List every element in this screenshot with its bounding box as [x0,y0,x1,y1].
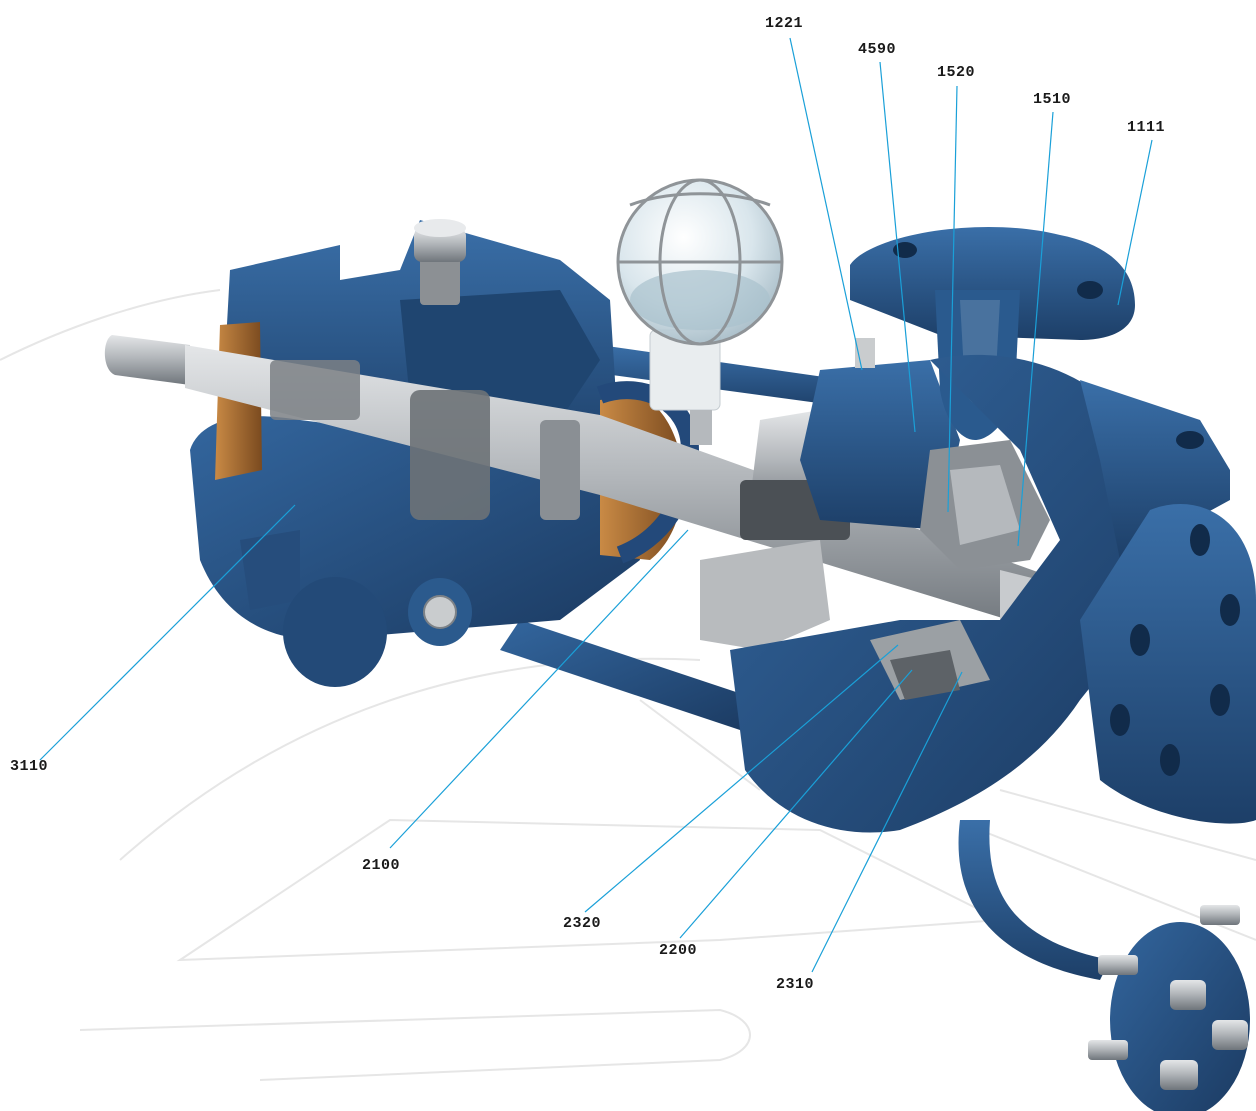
callout-3110: 3110 [10,758,49,775]
constant-level-oiler [616,178,784,445]
leader-4590 [879,61,916,433]
drain-pipe [958,820,1250,1111]
mechanical-seal [700,410,850,650]
callout-1221: 1221 [765,15,804,32]
leader-2310 [811,671,963,973]
callout-1510: 1510 [1033,91,1072,108]
callout-2320: 2320 [563,915,602,932]
callout-1111: 1111 [1127,119,1166,136]
leader-1221 [789,37,863,371]
pump-casing-1111 [730,226,1256,833]
callout-2100: 2100 [362,857,401,874]
leader-2320 [584,644,899,913]
callout-2200: 2200 [659,942,698,959]
leader-2200 [679,669,913,939]
leader-1520 [947,85,958,513]
leader-1111 [1117,139,1153,306]
leader-3110 [39,504,296,761]
callout-1520: 1520 [937,64,976,81]
impeller-2200 [870,440,1050,700]
vent-plug [414,219,466,305]
leader-lines [39,37,1153,973]
leader-1510 [1017,111,1054,547]
callout-2310: 2310 [776,976,815,993]
callout-4590: 4590 [858,41,897,58]
leader-2100 [389,529,689,849]
